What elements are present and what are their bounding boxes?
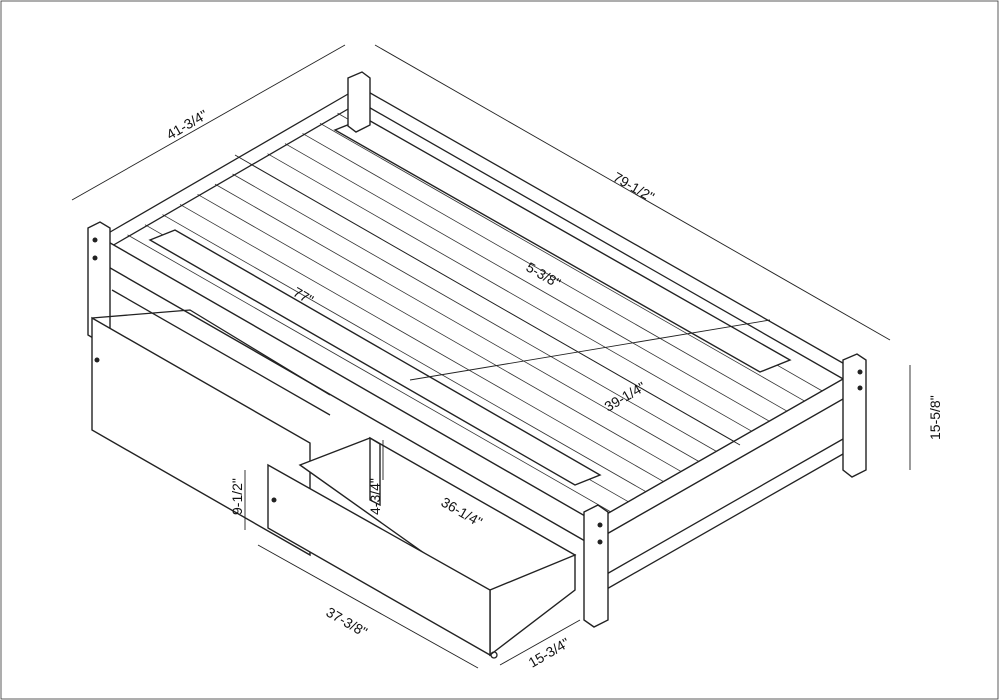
dim-bed-height: 15-5/8" xyxy=(927,395,943,440)
slat-line xyxy=(179,204,666,483)
dim-drawer-height: 9-1/2" xyxy=(229,478,245,515)
slat-line xyxy=(127,234,613,514)
slat-line xyxy=(319,122,806,402)
dim-overall-length: 79-1/2" xyxy=(611,169,658,205)
dimension-lines xyxy=(71,44,911,669)
dim-drawer-length: 37-3/8" xyxy=(324,604,371,640)
drawer-open xyxy=(267,436,577,659)
corner-posts xyxy=(87,71,867,628)
dim-drawer-width: 15-3/4" xyxy=(526,634,573,670)
slat-line xyxy=(162,214,648,493)
dim-inner-width: 39-1/4" xyxy=(602,378,649,414)
back-rail xyxy=(104,89,856,381)
dim-drawer-depth: 4-3/4" xyxy=(367,478,383,515)
slat-line xyxy=(214,183,701,463)
slat-line xyxy=(267,153,753,433)
dim-overall-width: 41-3/4" xyxy=(164,106,211,142)
dim-slat-spacing: 5-3/8" xyxy=(524,259,564,291)
slat-line xyxy=(302,133,788,412)
slat-line xyxy=(232,173,718,453)
slat-line xyxy=(284,143,771,422)
slat-line xyxy=(197,193,683,473)
drawer-left xyxy=(91,309,331,557)
